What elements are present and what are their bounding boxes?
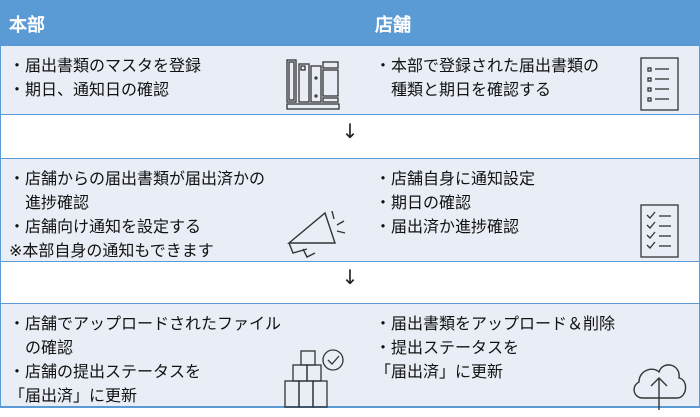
header: 本部 店舗 [1, 1, 699, 45]
header-hq: 本部 [9, 15, 45, 36]
step-1-store: ・本部で登録された届出書類の 種類と期日を確認する [375, 54, 599, 102]
text-line: ・店舗でアップロードされたファイル [9, 314, 282, 333]
flow-arrow: ↓ [341, 119, 359, 143]
step-2-hq: ・店舗からの届出書類が届出済かの 進捗確認・店舗向け通知を設定する ※本部自身の通… [9, 167, 265, 263]
step-2-store: ・店舗自身に通知設定・期日の確認・届出済か進捗確認 [375, 167, 535, 239]
flow-arrow: ↓ [341, 265, 359, 289]
cloud-upload-icon [633, 364, 687, 410]
text-line: ・店舗自身に通知設定 [375, 169, 536, 188]
step-3-hq: ・店舗でアップロードされたファイル の確認・店舗の提出ステータスを「届出済」に更… [9, 312, 281, 408]
books-icon [286, 59, 340, 110]
text-line: ・店舗の提出ステータスを [9, 362, 202, 381]
text-line: ・期日、通知日の確認 [9, 80, 170, 99]
megaphone-icon [287, 210, 346, 258]
text-line: ・提出ステータスを [375, 338, 520, 357]
text-line: 種類と期日を確認する [375, 80, 552, 99]
text-line: ・届出済か進捗確認 [375, 217, 520, 236]
step-1: ・届出書類のマスタを登録・期日、通知日の確認 ・本部で登録された届出書類の 種類… [1, 45, 699, 115]
text-line: ・届出書類をアップロード＆削除 [375, 314, 616, 333]
header-store: 店舗 [375, 15, 411, 36]
text-line: 「届出済」に更新 [9, 386, 138, 405]
text-line: 「届出済」に更新 [375, 362, 504, 381]
text-line: ・店舗からの届出書類が届出済かの [9, 169, 266, 188]
text-line: ・本部で登録された届出書類の [375, 56, 600, 75]
step-2: ・店舗からの届出書類が届出済かの 進捗確認・店舗向け通知を設定する ※本部自身の通… [1, 158, 699, 262]
text-line: ※本部自身の通知もできます [9, 241, 214, 260]
boxes-check-icon [284, 349, 344, 408]
text-line: ・期日の確認 [375, 193, 472, 212]
text-line: ・届出書類のマスタを登録 [9, 56, 202, 75]
step-3-store: ・届出書類をアップロード＆削除・提出ステータスを「届出済」に更新 [375, 312, 615, 384]
step-3: ・店舗でアップロードされたファイル の確認・店舗の提出ステータスを「届出済」に更… [1, 303, 699, 410]
checklist-icon [640, 204, 679, 258]
text-line: 進捗確認 [9, 193, 90, 212]
step-1-hq: ・届出書類のマスタを登録・期日、通知日の確認 [9, 54, 201, 102]
list-document-icon [640, 57, 679, 111]
text-line: ・店舗向け通知を設定する [9, 217, 202, 236]
text-line: の確認 [9, 338, 74, 357]
